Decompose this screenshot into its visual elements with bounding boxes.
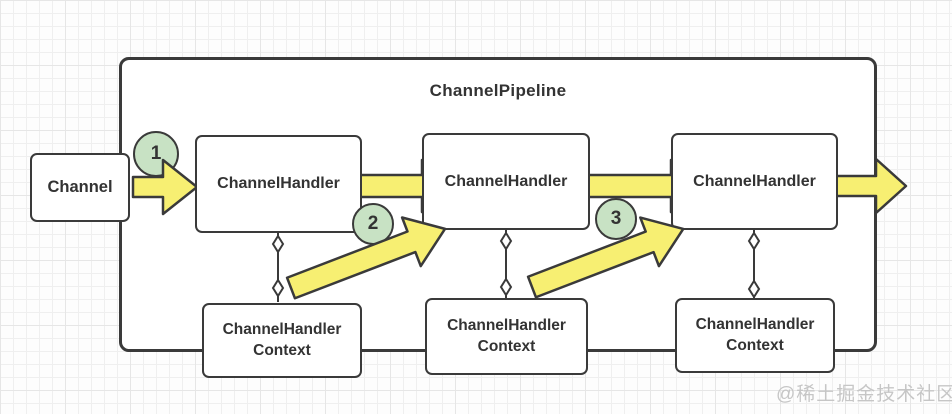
arrow-channel-to-handler1-icon <box>131 158 199 216</box>
arrow-pipeline-out-icon <box>834 157 908 215</box>
handler-label-2: ChannelHandler <box>444 172 568 190</box>
channel-label: Channel <box>47 178 113 196</box>
channel-box: Channel <box>30 153 130 222</box>
connector-handler1-context1 <box>271 233 285 302</box>
context-label-line1: ChannelHandler <box>447 317 566 335</box>
context-label-line2: Context <box>477 337 536 355</box>
handler-box-3: ChannelHandler <box>671 133 838 230</box>
step-number-1: 1 <box>150 143 162 164</box>
step-number-2: 2 <box>367 213 379 234</box>
context-label-line1: ChannelHandler <box>222 321 342 339</box>
step-number-3: 3 <box>610 208 622 229</box>
context-box-1: ChannelHandler Context <box>202 303 362 378</box>
context-label-line2: Context <box>253 341 311 359</box>
arrow-step3-diagonal-icon <box>526 216 685 299</box>
context-label-line1: ChannelHandler <box>695 316 815 334</box>
connector-handler3-context3 <box>747 230 761 299</box>
handler-box-2: ChannelHandler <box>422 133 590 230</box>
arrow-step2-diagonal-icon <box>285 216 447 300</box>
context-box-2: ChannelHandler Context <box>425 298 588 375</box>
connector-handler2-context2 <box>499 230 513 299</box>
context-label-line2: Context <box>726 336 784 354</box>
handler-label-3: ChannelHandler <box>693 172 816 190</box>
pipeline-title: ChannelPipeline <box>429 81 567 100</box>
step-badge-3: 3 <box>595 198 637 240</box>
context-box-3: ChannelHandler Context <box>675 298 835 373</box>
handler-label-1: ChannelHandler <box>217 175 340 192</box>
handler-box-1: ChannelHandler <box>195 135 362 233</box>
watermark: @稀土掘金技术社区 <box>776 384 952 405</box>
step-badge-2: 2 <box>352 203 394 245</box>
